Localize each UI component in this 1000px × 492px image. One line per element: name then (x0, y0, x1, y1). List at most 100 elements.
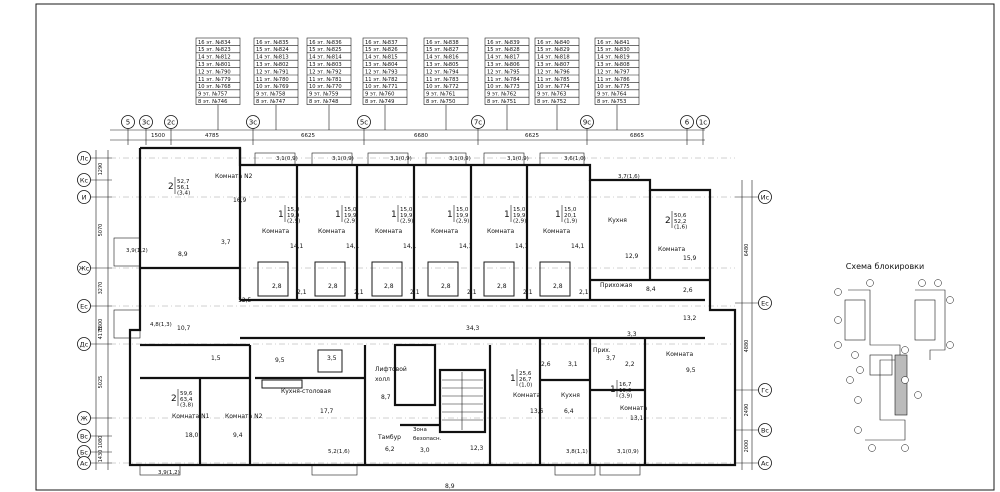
room-label: Комната (487, 228, 515, 235)
table-row-text: 14 эт. №812 (198, 55, 231, 61)
room-label: 3,7(1,6) (618, 174, 640, 180)
table-row-text: 12 эт. №797 (597, 69, 630, 75)
table-row-text: 13 эт. №808 (597, 62, 630, 68)
stair-treads (442, 372, 483, 430)
room-label: 15,9 (683, 255, 697, 262)
axis-label: Кс (80, 177, 89, 185)
apartment-area: (2,9) (456, 219, 469, 225)
axis-label: Ис (761, 194, 770, 202)
left-dimension-lines (95, 150, 109, 470)
room-label: 8,9 (445, 483, 455, 490)
apartment-area: 15,0 (400, 207, 413, 213)
room-label: 2,8 (441, 283, 451, 290)
axis-label: 5с (360, 119, 368, 127)
dimension-label: 1800 (98, 319, 104, 332)
table-row-text: 10 эт. №770 (309, 84, 342, 90)
table-row-text: 14 эт. №815 (365, 55, 398, 61)
dimension-label: 5025 (98, 376, 104, 389)
axis-label: 2с (167, 119, 175, 127)
room-label: Комната N1 (172, 413, 210, 420)
table-row-text: 14 эт. №816 (426, 55, 459, 61)
room-label: Комната (543, 228, 571, 235)
table-row-text: 12 эт. №790 (198, 69, 231, 75)
axis-label: Жс (79, 265, 90, 273)
axis-label: Ас (761, 460, 769, 468)
apartment-area: 25,6 (519, 371, 532, 377)
room-label: 3,7 (606, 355, 616, 362)
table-row-text: 12 эт. №793 (365, 69, 398, 75)
apartment-area: 20,1 (564, 213, 577, 219)
table-row-text: 15 эт. №828 (487, 47, 520, 53)
room-label: 2,8 (272, 283, 282, 290)
room-label: 9,4 (233, 432, 243, 439)
axis-label: Бс (80, 449, 88, 457)
table-row-text: 10 эт. №771 (365, 84, 398, 90)
dimension-label: 4785 (205, 133, 219, 139)
room-label: 14,1 (515, 243, 529, 250)
table-row-text: 10 эт. №774 (537, 84, 570, 90)
table-row-text: 15 эт. №825 (309, 47, 342, 53)
room-label: Лифтовой (375, 366, 407, 373)
apartment-area: 15,0 (344, 207, 357, 213)
table-row-text: 9 эт. №759 (309, 92, 338, 98)
axis-label: 9с (583, 119, 591, 127)
room-label: 2,1 (467, 289, 477, 296)
table-row-text: 13 эт. №802 (256, 62, 289, 68)
table-row-text: 15 эт. №823 (198, 47, 231, 53)
axis-label: 3с (249, 119, 257, 127)
dimension-label: 1430 (98, 450, 104, 463)
room-label: 4,8(1,3) (150, 322, 172, 328)
room-label: 34,3 (466, 325, 480, 332)
room-label: 18,0 (185, 432, 199, 439)
room-label: 2,8 (384, 283, 394, 290)
dimension-label: 5070 (98, 224, 104, 237)
room-label: 16,9 (233, 197, 247, 204)
apartment-rooms: 1 (555, 210, 561, 220)
room-label: 1,5 (211, 355, 221, 362)
table-frame (594, 37, 640, 105)
room-label: Прих. (593, 347, 611, 354)
room-label: 3,0 (420, 447, 430, 454)
room-label: Тамбур (377, 434, 401, 441)
table-row-text: 13 эт. №803 (309, 62, 342, 68)
table-row-text: 11 эт. №781 (309, 77, 342, 83)
room-label: холл (375, 376, 390, 383)
table-row-text: 9 эт. №762 (487, 92, 516, 98)
axis-label: Дс (80, 341, 89, 349)
apartment-rooms: 1 (391, 210, 397, 220)
table-row-text: 8 эт. №748 (309, 99, 338, 105)
apartment-rooms: 1 (278, 210, 284, 220)
table-row-text: 13 эт. №806 (487, 62, 520, 68)
room-label: Зона (413, 427, 427, 433)
table-row-text: 11 эт. №784 (487, 77, 520, 83)
room-label: 3,5 (327, 355, 337, 362)
room-label: Прихожая (600, 282, 633, 289)
table-row-text: 9 эт. №758 (256, 92, 285, 98)
room-label: 3,1(0,9) (390, 156, 412, 162)
apartment-area: 50,6 (674, 213, 687, 219)
apartment-area: (1,6) (674, 225, 687, 231)
room-label: 3,1(0,9) (617, 449, 639, 455)
table-row-text: 12 эт. №796 (537, 69, 570, 75)
table-row-text: 8 эт. №753 (597, 99, 626, 105)
room-labels: Комната N216,98,93,73,9(1,2)12,510,74,8(… (126, 156, 697, 490)
table-row-text: 16 эт. №838 (426, 40, 459, 46)
room-label: 2,8 (328, 283, 338, 290)
right-dimension-lines (741, 180, 753, 470)
apartment-area: 19,9 (456, 213, 469, 219)
apartment-area: (3,8) (180, 403, 193, 409)
room-label: 2,2 (625, 361, 635, 368)
room-label: 2,1 (523, 289, 533, 296)
dimension-label: 1080 (98, 436, 104, 449)
